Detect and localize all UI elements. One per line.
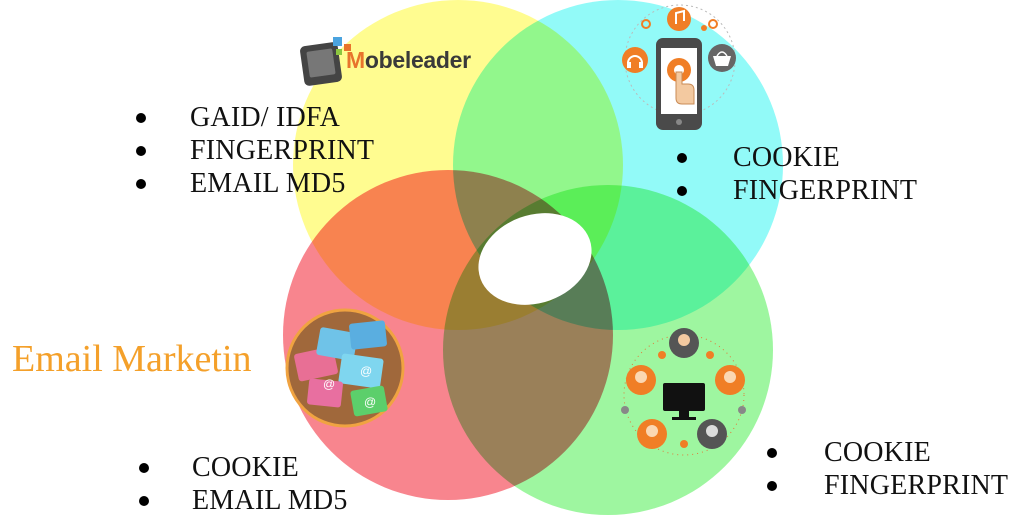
center-overlap [478, 213, 592, 305]
list-item: COOKIE [766, 436, 1008, 469]
list-item: FINGERPRINT [676, 175, 918, 206]
svg-text:@: @ [360, 364, 372, 378]
list-item: EMAIL MD5 [135, 167, 374, 200]
list-item: COOKIE [676, 141, 917, 174]
smartphone-apps-icon [622, 4, 736, 130]
list-item: EMAIL MD5 [139, 485, 348, 516]
brand-name: Mobeleader [346, 47, 471, 74]
mobeleader-logo-icon [300, 37, 351, 86]
mobile-id-list: COOKIE FINGERPRINT [676, 141, 918, 207]
svg-text:@: @ [364, 395, 376, 409]
email-envelopes-icon: @ @ @ [285, 308, 405, 428]
brand-rest: obeleader [364, 47, 471, 73]
brand-initial: M [346, 47, 365, 73]
mobeleader-logo: Mobeleader [300, 38, 490, 88]
list-item: FINGERPRINT [766, 470, 1009, 501]
list-item: COOKIE [139, 451, 348, 484]
list-item: FINGERPRINT [135, 135, 375, 166]
email-marketing-title: Email Marketin [12, 338, 252, 380]
email-id-list: COOKIE EMAIL MD5 [139, 451, 348, 517]
social-network-people-icon [621, 328, 746, 456]
mobeleader-id-list: GAID/ IDFA FINGERPRINT EMAIL MD5 [135, 101, 375, 200]
social-id-list: COOKIE FINGERPRINT [766, 436, 1009, 502]
svg-text:@: @ [323, 377, 335, 391]
list-item: GAID/ IDFA [135, 101, 374, 134]
